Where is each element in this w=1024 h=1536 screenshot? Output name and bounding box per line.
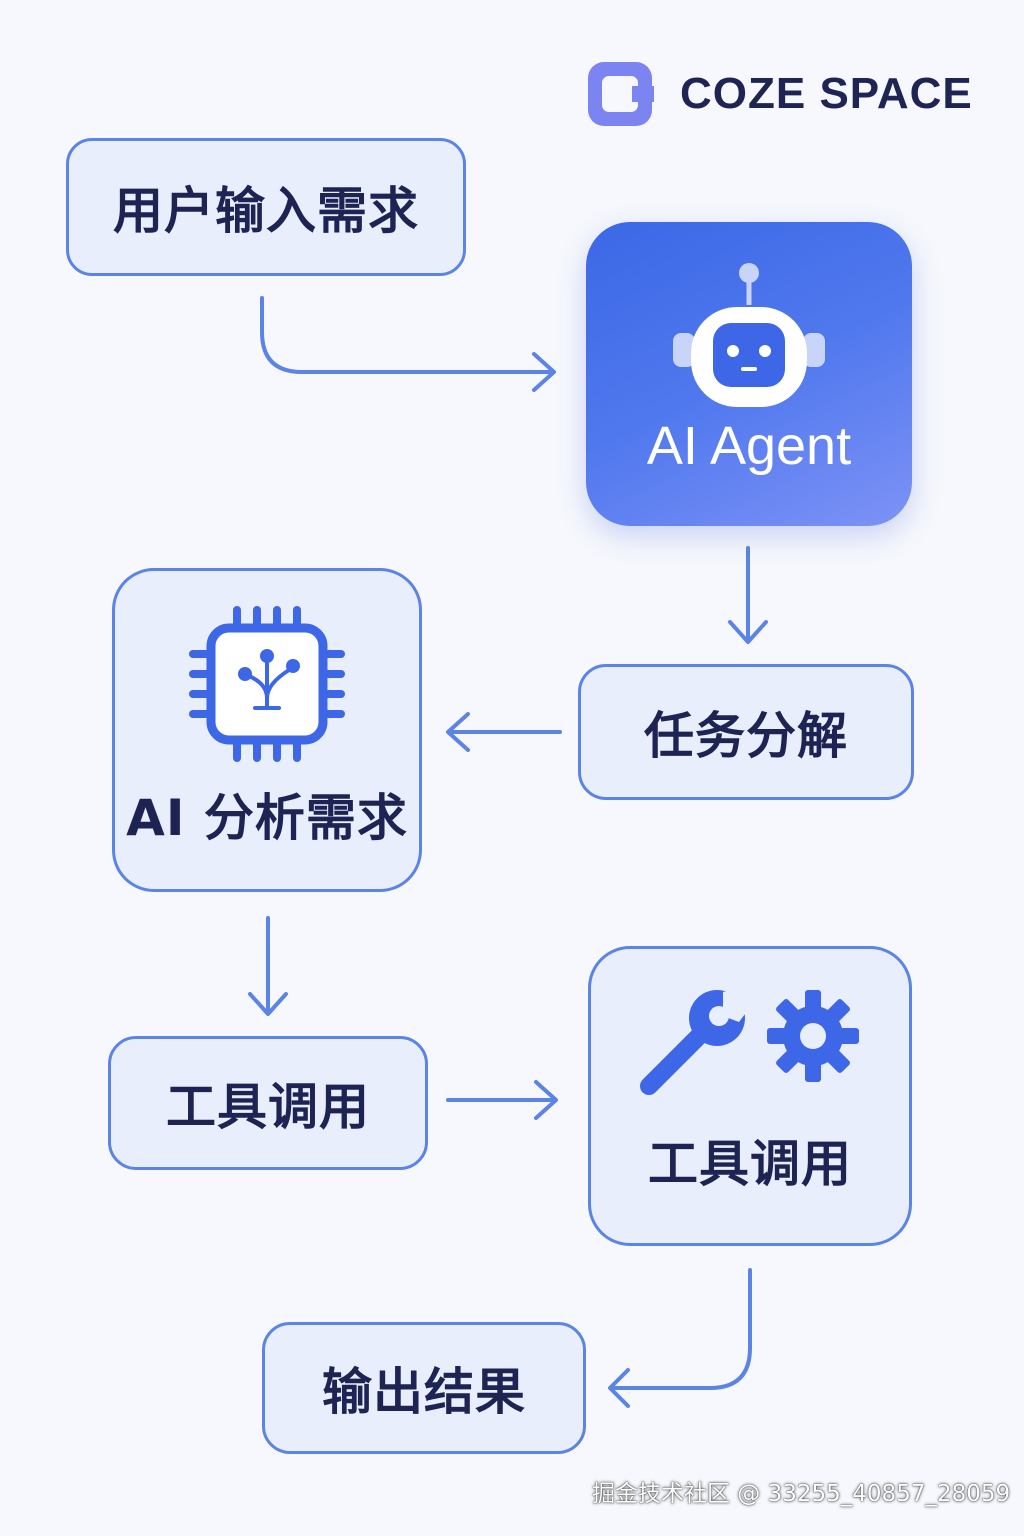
gear-icon <box>767 990 859 1082</box>
robot-icon <box>673 263 825 407</box>
brand: COZE SPACE <box>586 60 973 128</box>
ai-chip-icon <box>189 606 345 762</box>
wrench-icon <box>640 988 751 1095</box>
node-label: 输出结果 <box>322 1363 526 1421</box>
arrow-input-to-agent <box>260 296 554 374</box>
coze-logo-icon <box>588 62 654 126</box>
node-label: AI 分析需求 <box>126 789 408 847</box>
node-tool-call: 工具调用 <box>108 1036 428 1170</box>
node-user-input: 用户输入需求 <box>66 138 466 276</box>
node-label: 用户输入需求 <box>113 182 419 240</box>
node-ai-analyze: AI 分析需求 <box>112 568 422 892</box>
node-task-decompose: 任务分解 <box>578 664 914 800</box>
node-label: AI Agent <box>646 416 852 476</box>
node-label: 工具调用 <box>648 1135 852 1193</box>
arrow-tooluse-to-output <box>610 1268 752 1390</box>
node-label: 工具调用 <box>166 1078 370 1136</box>
brand-name: COZE SPACE <box>680 69 973 118</box>
node-tool-use: 工具调用 <box>588 946 912 1246</box>
watermark: 掘金技术社区 @ 33255_40857_28059 <box>592 1481 1011 1507</box>
node-label: 任务分解 <box>644 707 848 765</box>
node-output: 输出结果 <box>262 1322 586 1454</box>
node-ai-agent: AI Agent <box>586 222 912 526</box>
